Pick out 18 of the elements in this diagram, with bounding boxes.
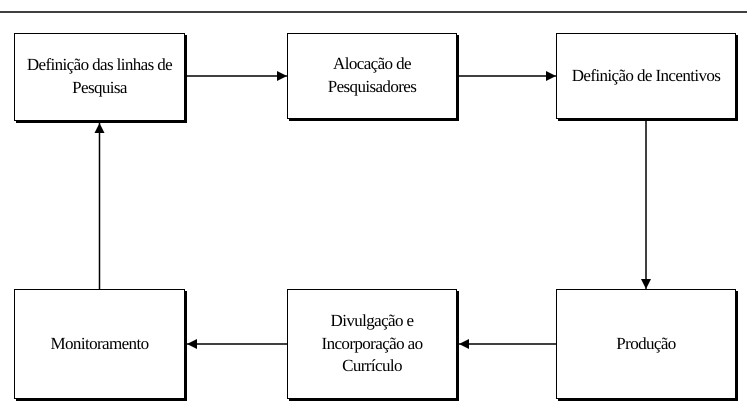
process-box [556, 33, 736, 119]
arrow [459, 339, 556, 349]
box-label: Definição de Incentivos [570, 64, 722, 87]
arrow [187, 71, 287, 81]
process-box [14, 289, 185, 399]
box-label: Definição das linhas de Pesquisa [26, 54, 174, 99]
box-label: Alocação de Pesquisadores [326, 53, 418, 98]
arrow [187, 339, 287, 349]
arrow [459, 71, 556, 81]
process-box [287, 289, 457, 399]
arrow [94, 123, 104, 289]
arrow [641, 121, 651, 289]
box-label: Monitoramento [50, 332, 150, 355]
process-box [287, 33, 457, 119]
process-box [556, 289, 736, 399]
box-label: Divulgação e Incorporação ao Currículo [320, 310, 424, 378]
process-box [14, 33, 185, 121]
box-label: Produção [615, 332, 677, 355]
